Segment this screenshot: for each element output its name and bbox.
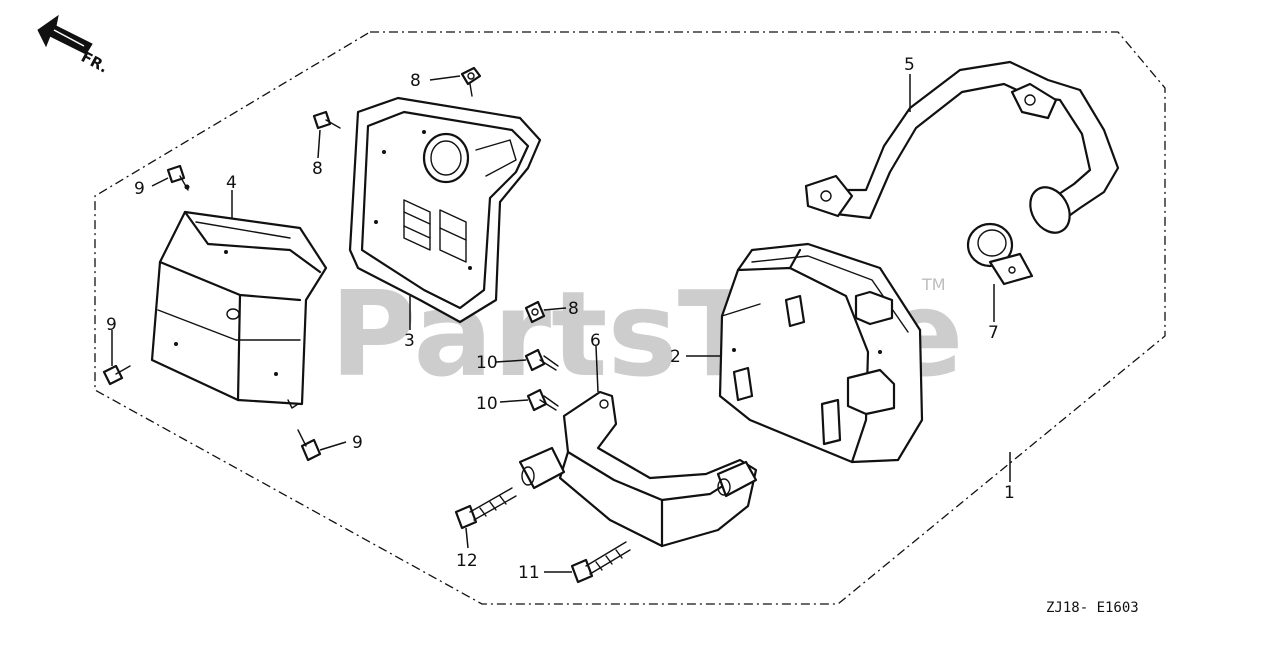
callout-8-left: 8 (312, 159, 323, 179)
assembly-boundary (94, 31, 1166, 605)
callout-1: 1 (1004, 483, 1015, 503)
callout-3: 3 (404, 331, 415, 351)
callout-8-top: 8 (410, 71, 421, 91)
clamp-part (966, 222, 1034, 286)
trademark: TM (921, 275, 946, 294)
screw-8-mid-icon (524, 300, 546, 324)
callout-10-upper: 10 (476, 353, 498, 373)
screw-9-left-icon (102, 364, 131, 386)
callout-5: 5 (904, 55, 915, 75)
bolt-10-lower-icon (526, 388, 559, 412)
screw-9-top-icon (166, 164, 190, 191)
screw-8-left-icon (312, 110, 341, 130)
screw-9-bottom-icon (297, 429, 322, 462)
callout-9-left: 9 (106, 315, 117, 335)
exhaust-pipe-part (804, 60, 1120, 234)
callout-2: 2 (670, 347, 681, 367)
bolt-12-icon (454, 487, 517, 530)
callout-11: 11 (518, 563, 540, 583)
leader-lines (111, 74, 1011, 573)
callout-10-lower: 10 (476, 394, 498, 414)
muffler-body-part (718, 242, 924, 464)
direction-arrow-icon (37, 14, 93, 55)
callout-9-top: 9 (134, 179, 145, 199)
bolt-11-icon (570, 541, 631, 584)
muffler-protector-part (150, 210, 328, 409)
screw-8-top-icon (460, 66, 482, 97)
callout-4: 4 (226, 173, 237, 193)
muffler-cover-part (348, 96, 542, 324)
callout-9-bottom: 9 (352, 433, 363, 453)
callout-12: 12 (456, 551, 478, 571)
drawing-code: ZJ18- E1603 (1046, 600, 1139, 616)
muffler-stay-part (518, 390, 758, 548)
callout-6: 6 (590, 331, 601, 351)
callout-7: 7 (988, 323, 999, 343)
bolt-10-upper-icon (524, 348, 559, 372)
callout-8-mid: 8 (568, 299, 579, 319)
